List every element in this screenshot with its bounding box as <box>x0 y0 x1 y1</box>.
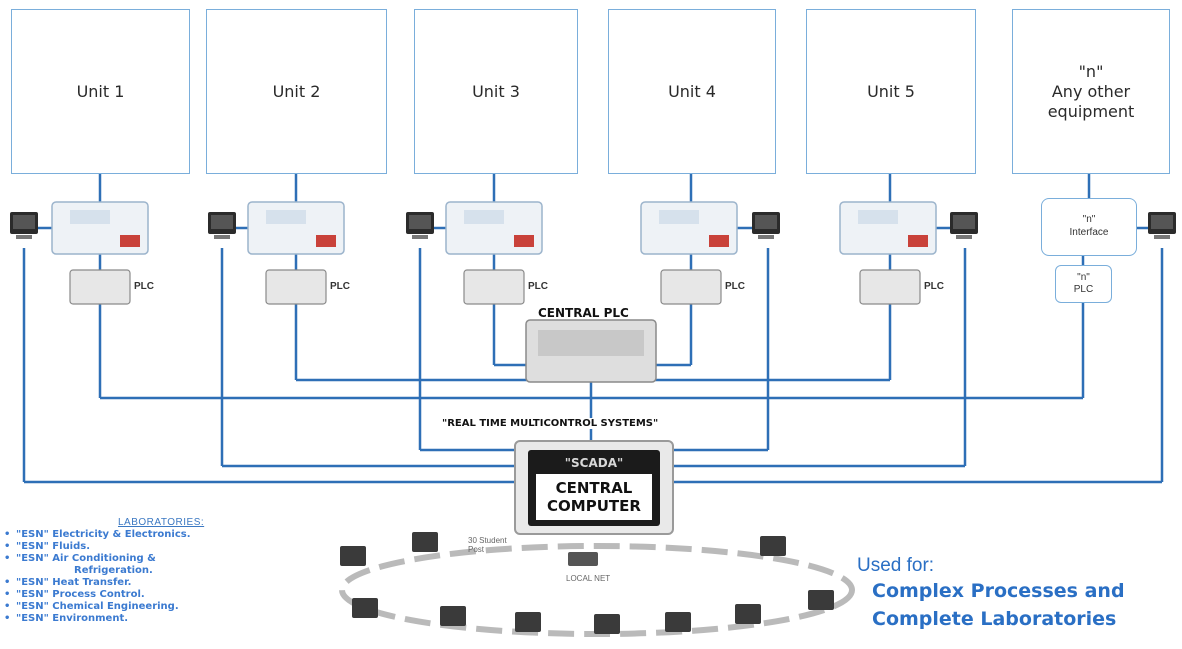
plc-1 <box>69 269 131 305</box>
plc-2 <box>265 269 327 305</box>
lab-item: •"ESN" Environment. <box>4 613 129 624</box>
n-plc-box: "n" PLC <box>1055 265 1112 303</box>
lab-item: •"ESN" Heat Transfer. <box>4 577 132 588</box>
unit-box-1: Unit 1 <box>11 9 190 174</box>
unit-box-n: "n" Any other equipment <box>1012 9 1170 174</box>
plc-label-2: PLC <box>330 281 350 292</box>
connection-lines <box>22 174 1164 484</box>
lab-item: •"ESN" Fluids. <box>4 541 91 552</box>
laboratories-title: LABORATORIES: <box>118 517 205 528</box>
monitor-3 <box>406 212 434 239</box>
interface-1 <box>51 201 149 255</box>
monitor-5 <box>950 212 978 239</box>
unit-label: Unit 5 <box>867 81 915 101</box>
plc-3 <box>463 269 525 305</box>
unit-label: Unit 2 <box>272 81 321 101</box>
unit-box-4: Unit 4 <box>608 9 776 174</box>
monitor-4 <box>752 212 780 239</box>
scada-central-computer: "SCADA" CENTRAL COMPUTER <box>514 440 674 535</box>
unit-label: Unit 4 <box>668 81 716 101</box>
unit-monitors <box>10 212 1176 239</box>
interface-5 <box>839 201 937 255</box>
rtms-label: "REAL TIME MULTICONTROL SYSTEMS" <box>440 418 661 429</box>
unit-label: Unit 1 <box>76 81 125 101</box>
plc-units <box>69 269 921 305</box>
n-interface-label: "n" Interface <box>1069 214 1109 238</box>
local-net-label: LOCAL NET <box>566 574 611 583</box>
monitor-2 <box>208 212 236 239</box>
used-for-line-2: Complete Laboratories <box>872 608 1117 630</box>
monitor-1 <box>10 212 38 239</box>
used-for-label: Used for: <box>857 555 935 576</box>
lab-item: •"ESN" Electricity & Electronics. <box>4 529 191 540</box>
lab-item-continuation: Refrigeration. <box>74 565 153 576</box>
interface-units <box>51 201 937 255</box>
plc-label-3: PLC <box>528 281 548 292</box>
lab-item: •"ESN" Process Control. <box>4 589 145 600</box>
interface-2 <box>247 201 345 255</box>
plc-4 <box>660 269 722 305</box>
plc-label-5: PLC <box>924 281 944 292</box>
unit-label: Unit 3 <box>472 81 520 101</box>
plc-5 <box>859 269 921 305</box>
central-plc-title: CENTRAL PLC <box>538 306 629 320</box>
plc-label-1: PLC <box>134 281 154 292</box>
lab-item: •"ESN" Chemical Engineering. <box>4 601 179 612</box>
monitor-6 <box>1148 212 1176 239</box>
unit-label-n: "n" Any other equipment <box>1047 61 1135 121</box>
unit-box-5: Unit 5 <box>806 9 976 174</box>
n-plc-label: "n" PLC <box>1073 272 1094 295</box>
student-monitors <box>340 532 834 634</box>
scada-line-1: CENTRAL <box>555 479 633 497</box>
student-post-label: 30 Student Post <box>468 536 507 554</box>
n-interface-box: "n" Interface <box>1041 198 1137 256</box>
plc-label-4: PLC <box>725 281 745 292</box>
scada-screen: "SCADA" CENTRAL COMPUTER <box>528 450 660 526</box>
lab-item: •"ESN" Air Conditioning & <box>4 553 156 564</box>
interface-3 <box>445 201 543 255</box>
scada-title: "SCADA" <box>564 456 624 470</box>
interface-4 <box>640 201 738 255</box>
used-for-line-1: Complex Processes and <box>872 580 1125 602</box>
scada-panel: CENTRAL COMPUTER <box>536 474 652 520</box>
scada-line-2: COMPUTER <box>547 497 641 515</box>
unit-box-3: Unit 3 <box>414 9 578 174</box>
unit-box-2: Unit 2 <box>206 9 387 174</box>
